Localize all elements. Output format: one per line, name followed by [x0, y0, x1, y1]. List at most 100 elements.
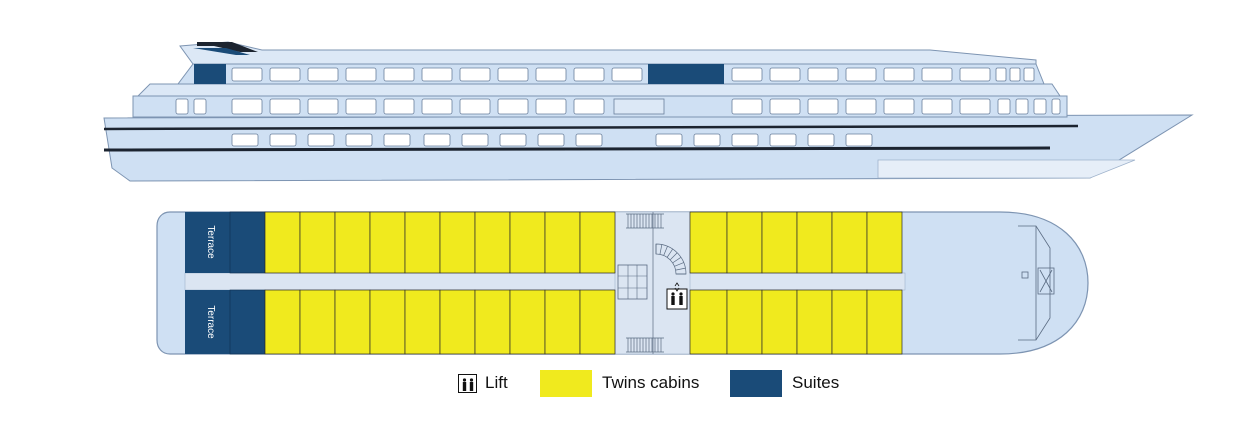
- deck-middle-roof: [136, 83, 1061, 97]
- upper-window: [611, 67, 643, 82]
- upper-window: [845, 67, 877, 82]
- middle-window: [573, 98, 605, 115]
- terrace-label-top: Terrace: [205, 225, 216, 259]
- twin-cabin: [761, 289, 798, 355]
- spiral-step: [669, 252, 678, 261]
- upper-window: [421, 67, 453, 82]
- middle-window: [193, 98, 207, 115]
- middle-window: [459, 98, 491, 115]
- sun-deck: [179, 41, 1037, 65]
- bow-details: [1018, 225, 1055, 341]
- twin-cabin: [334, 289, 371, 355]
- middle-window: [1033, 98, 1047, 115]
- middle-window: [921, 98, 953, 115]
- upper-window: [959, 67, 991, 82]
- hull-window: [693, 133, 721, 147]
- twin-cabin: [299, 211, 336, 274]
- twin-cabin: [509, 289, 546, 355]
- middle-window: [307, 98, 339, 115]
- twin-cabin: [796, 211, 833, 274]
- hull-stripe-upper: [103, 124, 1079, 131]
- terrace-label-bottom: Terrace: [205, 305, 216, 339]
- middle-door-panel: [613, 98, 665, 115]
- lift-shaft: [617, 264, 648, 300]
- twin-cabin: [796, 289, 833, 355]
- middle-window: [383, 98, 415, 115]
- upper-window: [497, 67, 529, 82]
- middle-window: [1051, 98, 1061, 115]
- hull-windows: [231, 133, 873, 147]
- twin-cabin: [474, 289, 511, 355]
- upper-window: [345, 67, 377, 82]
- upper-window: [231, 67, 263, 82]
- suites-swatch: [730, 369, 782, 397]
- suite-terrace-bottom: [185, 290, 230, 354]
- suite-bottom: [229, 289, 266, 355]
- legend-lift-label: Lift: [485, 373, 508, 392]
- corridor: [184, 272, 906, 291]
- twin-cabin: [474, 211, 511, 274]
- stairs: [626, 213, 687, 353]
- suite-terrace-top: [185, 212, 230, 273]
- twin-cabin: [761, 211, 798, 274]
- hull-window: [231, 133, 259, 147]
- upper-panel-aft: [194, 64, 226, 84]
- upper-windows: [231, 67, 1035, 82]
- spiral-step: [663, 246, 668, 256]
- spiral-step: [675, 267, 686, 271]
- twin-cabin: [831, 289, 868, 355]
- hull-window: [537, 133, 565, 147]
- twin-cabins: [264, 211, 903, 355]
- upper-window: [383, 67, 415, 82]
- twin-cabin: [579, 211, 616, 274]
- hull-window: [307, 133, 335, 147]
- suite-top: [229, 211, 266, 274]
- hull-window: [655, 133, 683, 147]
- upper-window: [807, 67, 839, 82]
- wheelhouse-accent: [193, 48, 250, 55]
- legend-twins: Twins cabins: [540, 368, 699, 398]
- middle-window: [997, 98, 1011, 115]
- twin-cabin: [726, 211, 763, 274]
- spiral-step: [659, 244, 663, 255]
- upper-window: [307, 67, 339, 82]
- ship-side-profile: [103, 41, 1194, 182]
- lift-icon: [666, 282, 688, 310]
- twin-cabin: [866, 211, 903, 274]
- middle-window: [845, 98, 877, 115]
- twin-cabin: [439, 289, 476, 355]
- hull-window: [575, 133, 603, 147]
- twin-cabin: [404, 289, 441, 355]
- middle-window: [731, 98, 763, 115]
- upper-window: [995, 67, 1007, 82]
- middle-window: [1015, 98, 1029, 115]
- twin-cabin: [509, 211, 546, 274]
- spiral-step: [666, 248, 673, 258]
- legend-suites-label: Suites: [792, 373, 840, 392]
- middle-window: [807, 98, 839, 115]
- twin-cabin: [299, 289, 336, 355]
- middle-window: [769, 98, 801, 115]
- twin-cabin: [726, 289, 763, 355]
- middle-window: [497, 98, 529, 115]
- hull-window: [807, 133, 835, 147]
- twin-cabin: [689, 289, 728, 355]
- twin-cabin: [369, 289, 406, 355]
- twin-cabin: [264, 289, 301, 355]
- legend: Lift Twins cabins Suites: [0, 368, 1260, 398]
- upper-window: [573, 67, 605, 82]
- upper-window: [769, 67, 801, 82]
- wheelhouse-stripe: [197, 42, 258, 52]
- hull-window: [769, 133, 797, 147]
- upper-window: [921, 67, 953, 82]
- hull-window: [461, 133, 489, 147]
- upper-panel-mid: [648, 64, 724, 84]
- legend-lift: Lift: [458, 368, 508, 398]
- middle-window: [175, 98, 189, 115]
- upper-window: [731, 67, 763, 82]
- upper-window: [269, 67, 301, 82]
- upper-window: [535, 67, 567, 82]
- legend-suites: Suites: [730, 368, 839, 398]
- middle-window: [421, 98, 453, 115]
